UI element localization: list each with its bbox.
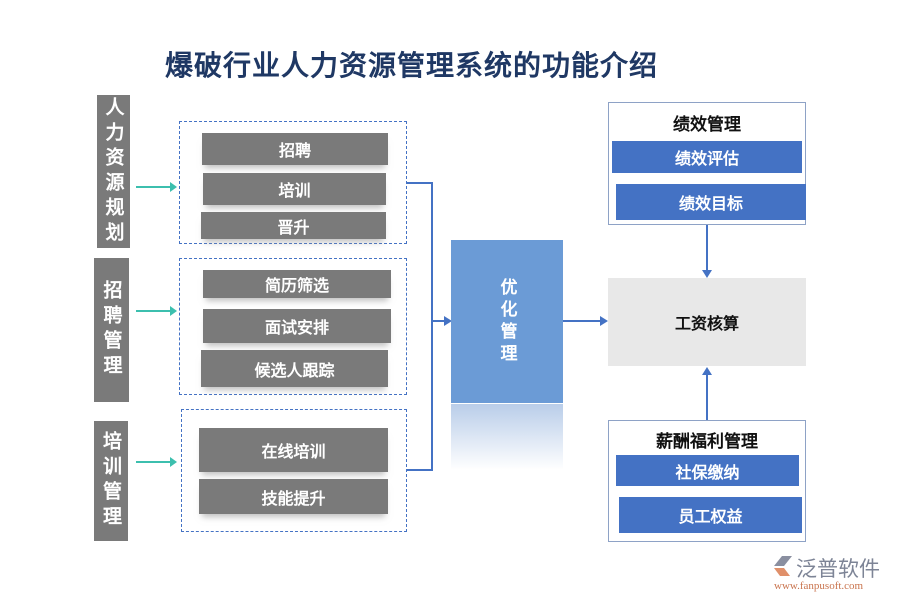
page-title: 爆破行业人力资源管理系统的功能介绍 bbox=[165, 49, 659, 82]
arrow-head-icon bbox=[170, 457, 177, 467]
item-resume-screening[interactable]: 简历筛选 bbox=[203, 270, 391, 298]
center-reflection bbox=[451, 404, 563, 470]
logo-icon bbox=[774, 556, 792, 576]
group-box-recruitment bbox=[179, 258, 407, 395]
arrow-head-icon bbox=[702, 270, 712, 278]
item-online-training[interactable]: 在线培训 bbox=[199, 428, 388, 472]
group-label-recruitment: 招聘管理 bbox=[94, 258, 129, 402]
arrow-connector bbox=[136, 310, 172, 312]
logo: 泛普软件 www.fanpusoft.com bbox=[770, 553, 895, 595]
payroll-box[interactable]: 工资核算 bbox=[608, 278, 806, 366]
arrow-head-icon bbox=[702, 367, 712, 375]
center-label: 优化管理 bbox=[496, 277, 517, 366]
item-performance-goals[interactable]: 绩效目标 bbox=[616, 184, 806, 220]
group-box-training bbox=[181, 409, 407, 532]
item-employee-rights[interactable]: 员工权益 bbox=[619, 497, 802, 533]
connector-line bbox=[706, 374, 708, 420]
connector-line bbox=[706, 225, 708, 271]
arrow-head-icon bbox=[170, 306, 177, 316]
logo-name: 泛普软件 bbox=[796, 557, 880, 581]
connector-line bbox=[431, 320, 445, 322]
connector-line bbox=[407, 469, 433, 471]
benefits-title: 薪酬福利管理 bbox=[656, 432, 758, 452]
item-interview-scheduling[interactable]: 面试安排 bbox=[203, 309, 391, 343]
performance-title: 绩效管理 bbox=[673, 115, 741, 135]
group-label-hr-planning: 人力资源规划 bbox=[97, 95, 130, 248]
connector-line bbox=[431, 182, 433, 471]
connector-line bbox=[407, 182, 433, 184]
item-recruit[interactable]: 招聘 bbox=[202, 133, 388, 165]
arrow-head-icon bbox=[600, 316, 608, 326]
item-candidate-tracking[interactable]: 候选人跟踪 bbox=[201, 350, 388, 387]
performance-box: 绩效管理 bbox=[608, 102, 806, 225]
logo-url: www.fanpusoft.com bbox=[774, 580, 864, 592]
group-box-hr-planning bbox=[179, 121, 407, 244]
benefits-box: 薪酬福利管理 bbox=[608, 420, 806, 542]
arrow-connector bbox=[136, 186, 172, 188]
center-box-optimization[interactable]: 优化管理 bbox=[451, 240, 563, 403]
item-skill-improvement[interactable]: 技能提升 bbox=[199, 479, 388, 514]
item-social-insurance[interactable]: 社保缴纳 bbox=[616, 455, 799, 486]
item-performance-evaluation[interactable]: 绩效评估 bbox=[612, 141, 802, 173]
item-promotion[interactable]: 晋升 bbox=[201, 212, 386, 239]
arrow-head-icon bbox=[444, 316, 452, 326]
arrow-connector bbox=[136, 461, 172, 463]
group-label-training: 培训管理 bbox=[94, 421, 128, 541]
item-train[interactable]: 培训 bbox=[203, 173, 386, 205]
connector-line bbox=[563, 320, 601, 322]
arrow-head-icon bbox=[170, 182, 177, 192]
